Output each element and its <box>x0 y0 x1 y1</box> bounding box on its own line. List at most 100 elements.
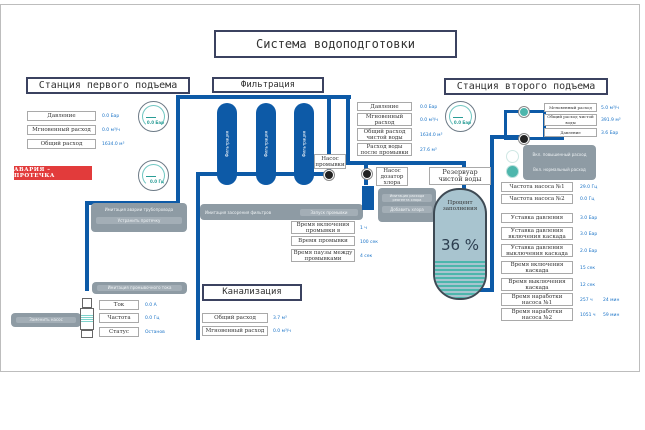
post-wash-flow-value: 27.6 м³ <box>420 148 437 153</box>
sewage-title: Канализация <box>202 284 302 301</box>
sewage-total-label: Общий расход <box>202 313 268 323</box>
flow-mode-panel: Вкл. повышенный расход Вкл. нормальный р… <box>523 145 596 180</box>
well-pump-icon <box>80 298 94 340</box>
station1-pressure-label: Давление <box>27 111 96 121</box>
station1-instant-flow-value: 0.0 м³/ч <box>102 128 120 133</box>
high-flow-indicator <box>506 150 519 163</box>
filtration-instant-flow-label: Мгновенный расход <box>357 113 412 126</box>
pump-status-value: Останов <box>145 330 165 335</box>
post-wash-flow-label: Расход воды после промывки <box>357 143 412 156</box>
filtration-pressure-value: 0.0 Бар <box>420 105 438 110</box>
station2-pump1-icon[interactable] <box>519 107 529 117</box>
station1-total-flow-label: Общий расход <box>27 139 96 149</box>
station2-pump2-icon[interactable] <box>519 134 529 144</box>
filter-clog-panel: Имитация засорения фильтров Запуск промы… <box>200 204 363 220</box>
filtration-pressure-label: Давление <box>357 102 412 111</box>
wash-start-time-value: 1 ч <box>360 226 367 231</box>
pump-current-label: Ток <box>99 300 139 310</box>
sewage-instant-label: Мгновенный расход <box>202 326 268 336</box>
pump-status-label: Статус <box>99 327 139 337</box>
frequency-gauge: 0.0 Гц <box>138 160 169 191</box>
pump-current-value: 0.0 А <box>145 303 157 308</box>
filter-clog-title: Имитация засорения фильтров <box>205 209 272 215</box>
wash-duration-label: Время промывки <box>291 236 355 246</box>
filtration-instant-flow-value: 0.0 м³/ч <box>420 118 438 123</box>
pump1-frequency-label: Частота насоса №1 <box>501 182 573 192</box>
pump-frequency-value: 0.0 Гц <box>145 316 160 321</box>
pump1-runtime-hours: 257 ч <box>580 298 593 303</box>
pump1-runtime-minutes: 24 мин <box>603 298 620 303</box>
pump2-runtime-hours: 1051 ч <box>580 313 596 318</box>
station2-title: Станция второго подъема <box>444 78 608 95</box>
pressure-setpoint-value: 3.0 Бар <box>580 216 598 221</box>
pipe <box>504 137 564 140</box>
station1-title: Станция первого подъема <box>26 77 190 94</box>
dosing-pump-label: Насос дозатор хлора <box>376 167 408 186</box>
filtration-title: Фильтрация <box>212 77 324 93</box>
filtration-pressure-gauge: 0.0 Бар <box>445 101 476 132</box>
chlorine-consumption-button[interactable]: Имитация расхода реагента хлора <box>382 194 432 202</box>
cascade-off-time-value: 12 сек <box>580 283 596 288</box>
station2-instant-flow-label: Мгновенный расход <box>544 103 597 112</box>
add-chlorine-button[interactable]: Добавить хлора <box>382 206 432 213</box>
pipe <box>196 172 200 207</box>
pipe <box>327 95 331 175</box>
fill-percent-value: 36 % <box>440 236 480 254</box>
pipe <box>346 95 350 165</box>
pipe <box>490 135 494 290</box>
station2-pressure-value: 3.6 Бар <box>601 131 619 136</box>
station2-total-flow-label: Общий расход чистой воды <box>544 114 597 126</box>
filtration-gauge-value: 0.0 Бар <box>453 120 471 125</box>
cascade-on-time-label: Время включения каскада <box>501 261 573 274</box>
cascade-off-time-label: Время выключения каскада <box>501 278 573 291</box>
pipe <box>346 161 466 165</box>
fix-leak-button[interactable]: Устранить протечку <box>96 217 182 224</box>
wash-pump-icon[interactable] <box>324 170 334 180</box>
pipeline-leak-panel: Имитация аварии трубопровода Устранить п… <box>91 203 187 232</box>
clean-water-total-value: 1634.0 м³ <box>420 133 443 138</box>
pump2-runtime-label: Время наработки насоса №2 <box>501 308 573 321</box>
wash-pause-value: 4 сек <box>360 254 373 259</box>
normal-flow-label[interactable]: Вкл. нормальный расход <box>533 167 586 172</box>
pressure-gauge-value: 0.0 Бар <box>146 120 164 125</box>
station1-pressure-value: 0.0 Бар <box>102 114 120 119</box>
pipeline-leak-title: Имитация аварии трубопровода <box>104 207 174 212</box>
cascade-on-pressure-label: Уставка давления включения каскада <box>501 227 573 240</box>
dosing-pump-icon[interactable] <box>362 169 372 179</box>
wash-start-time-label: Время включения промывки в <box>291 221 355 234</box>
high-flow-label[interactable]: Вкл. повышенный расход <box>532 152 587 157</box>
pump1-runtime-label: Время наработки насоса №1 <box>501 293 573 306</box>
wash-pump-label: Насос промывки <box>314 154 346 169</box>
reservoir-title: Резервуар чистой воды <box>429 167 491 185</box>
sewage-total-value: 3.7 м³ <box>273 316 287 321</box>
station1-total-flow-value: 1634.0 м³ <box>102 142 125 147</box>
cascade-off-pressure-value: 2.0 Бар <box>580 249 598 254</box>
station2-total-flow-value: 391.9 м³ <box>601 118 621 123</box>
cascade-on-pressure-value: 3.0 Бар <box>580 232 598 237</box>
wash-current-panel: Имитация промывочного тока <box>92 282 187 294</box>
wash-current-button[interactable]: Имитация промывочного тока <box>97 285 182 291</box>
pipe <box>176 95 180 205</box>
filter-3: Фильтрация <box>294 103 314 185</box>
replace-pump-button[interactable]: Заменить насос <box>16 317 76 323</box>
filter-2: Фильтрация <box>256 103 276 185</box>
reservoir-fill <box>435 259 485 298</box>
pipe <box>176 95 351 99</box>
start-wash-button[interactable]: Запуск промывки <box>300 208 358 216</box>
pump1-frequency-value: 29.0 Гц <box>580 185 598 190</box>
pressure-gauge: 0.0 Бар <box>138 101 169 132</box>
cascade-on-time-value: 15 сек <box>580 266 596 271</box>
pipe <box>196 205 200 340</box>
pump2-runtime-minutes: 59 мин <box>603 313 620 318</box>
station1-instant-flow-label: Мгновенный расход <box>27 125 96 135</box>
pump-frequency-label: Частота <box>99 313 139 323</box>
replace-pump-panel: Заменить насос <box>11 313 81 327</box>
frequency-gauge-value: 0.0 Гц <box>150 179 164 184</box>
clean-water-total-label: Общий расход чистой воды <box>357 128 412 141</box>
cascade-off-pressure-label: Уставка давления выключения каскада <box>501 244 573 257</box>
wash-pause-label: Время паузы между промывками <box>291 249 355 262</box>
sewage-instant-value: 0.0 м³/ч <box>273 329 291 334</box>
reservoir-tank: Процент заполнения 36 % <box>433 188 487 300</box>
wash-duration-value: 100 сек <box>360 240 378 245</box>
station2-pressure-label: Давление <box>544 128 597 137</box>
